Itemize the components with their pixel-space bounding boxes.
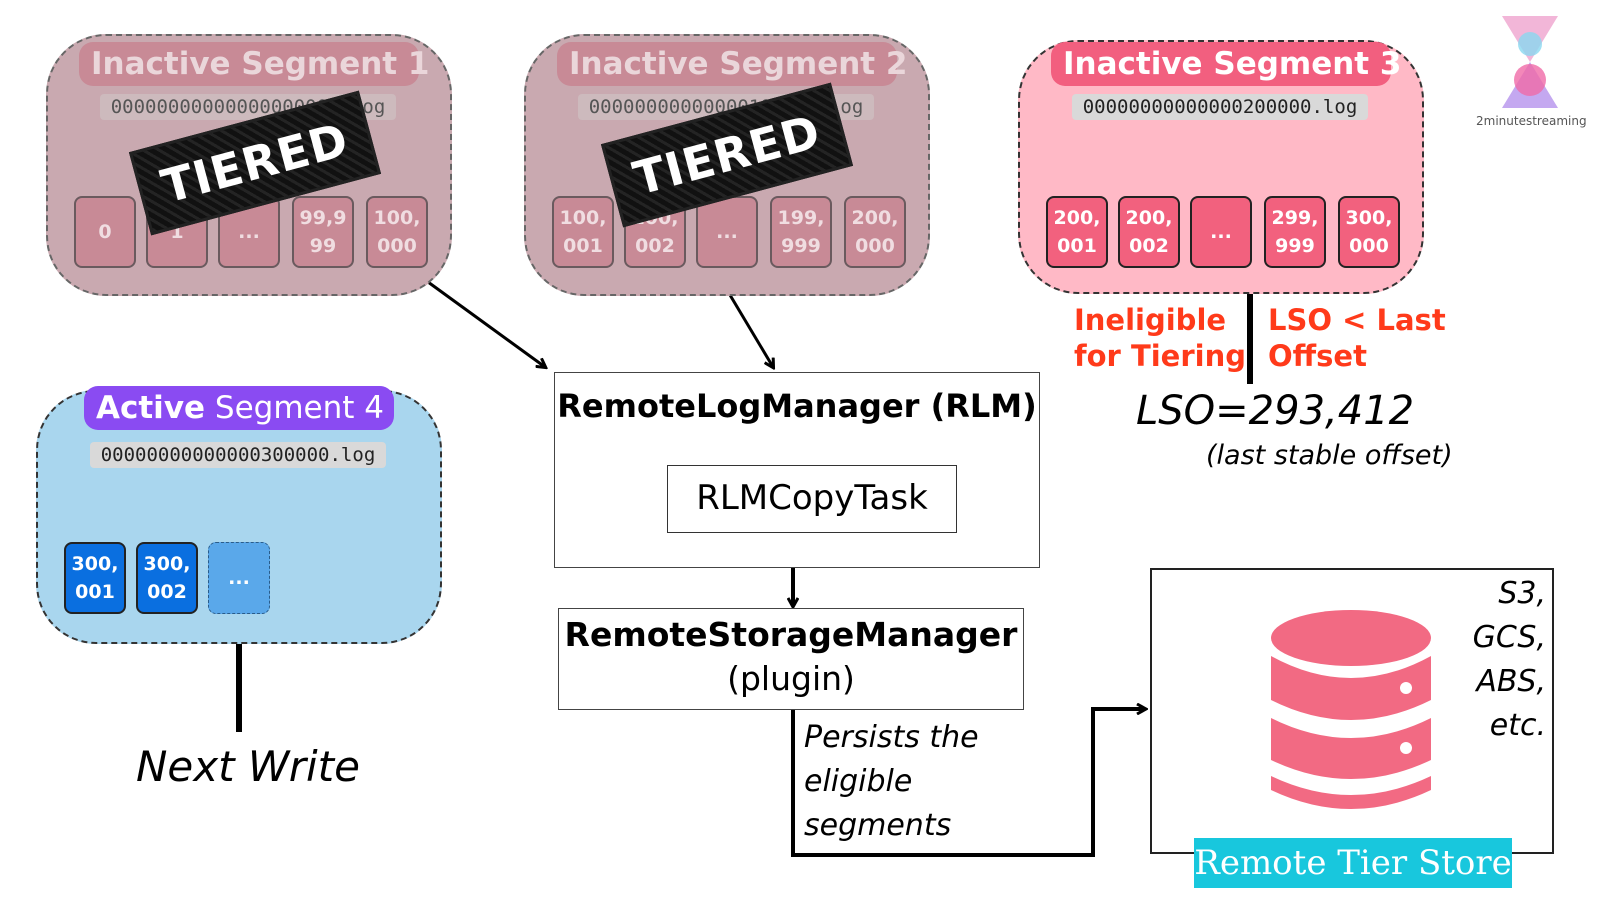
segment-3-filename: 00000000000000200000.log: [1072, 94, 1368, 120]
offset-box: 300, 002: [136, 542, 198, 614]
lso-value: LSO=293,412: [1136, 388, 1415, 434]
offset-box: ...: [1190, 196, 1252, 268]
rlm-copy-task-label: RLMCopyTask: [696, 478, 928, 518]
segment-1-title: Inactive Segment 1: [79, 42, 430, 86]
lso-condition-label: LSO < Last Offset: [1268, 303, 1446, 373]
provider-etc: etc.: [1489, 708, 1546, 743]
segment-3: Inactive Segment 3 00000000000000200000.…: [1018, 40, 1424, 294]
ineligible-label: Ineligible for Tiering: [1074, 303, 1246, 373]
segment-3-title: Inactive Segment 3: [1051, 42, 1402, 86]
next-write-label: Next Write: [136, 742, 360, 791]
rlm-copy-task: RLMCopyTask: [667, 465, 957, 533]
offset-box: 300, 000: [1338, 196, 1400, 268]
offset-box: 199, 999: [770, 196, 832, 268]
rsm-subtitle: (plugin): [727, 659, 855, 698]
offset-box: ...: [208, 542, 270, 614]
remote-store-box: S3, GCS, ABS, etc.: [1150, 568, 1554, 854]
offset-box: 200, 002: [1118, 196, 1180, 268]
rlm-box: RemoteLogManager (RLM) RLMCopyTask: [554, 372, 1040, 568]
provider-s3: S3,: [1498, 576, 1546, 611]
segment-4: Active Segment 4 00000000000000300000.lo…: [36, 386, 442, 644]
remote-store-label: Remote Tier Store: [1194, 838, 1512, 888]
offset-box: 100, 001: [552, 196, 614, 268]
offset-box: ...: [218, 196, 280, 268]
arrow-rsm-to-store: [791, 709, 1145, 857]
arrow-seg1-to-rlm: [427, 280, 545, 367]
offset-box: 0: [74, 196, 136, 268]
provider-gcs: GCS,: [1472, 620, 1546, 655]
database-icon: [1271, 610, 1431, 809]
lso-description: (last stable offset): [1206, 440, 1453, 471]
segment-4-filename: 00000000000000300000.log: [90, 442, 386, 468]
arrow-seg2-to-rlm: [728, 294, 773, 367]
offset-box: 99,9 99: [292, 196, 354, 268]
offset-box: 200, 001: [1046, 196, 1108, 268]
rsm-title: RemoteStorageManager: [564, 615, 1018, 654]
rsm-box: RemoteStorageManager (plugin): [558, 608, 1024, 710]
logo-text: 2minutestreaming: [1476, 114, 1587, 128]
segment-2: Inactive Segment 2 00000000000000100001.…: [524, 34, 930, 296]
segment-2-title: Inactive Segment 2: [557, 42, 908, 86]
offset-box: ...: [696, 196, 758, 268]
segment-4-title: Active Segment 4: [84, 386, 394, 430]
segment-4-title-rest: Segment 4: [205, 390, 384, 426]
segment-4-title-bold: Active: [96, 390, 206, 426]
offset-box: 100, 000: [366, 196, 428, 268]
provider-abs: ABS,: [1476, 664, 1546, 699]
offset-box: 200, 000: [844, 196, 906, 268]
offset-box: 299, 999: [1264, 196, 1326, 268]
hourglass-logo-icon: [1502, 16, 1558, 108]
persists-label: Persists the eligible segments: [804, 720, 979, 843]
rlm-title: RemoteLogManager (RLM): [557, 387, 1037, 425]
offset-box: 300, 001: [64, 542, 126, 614]
